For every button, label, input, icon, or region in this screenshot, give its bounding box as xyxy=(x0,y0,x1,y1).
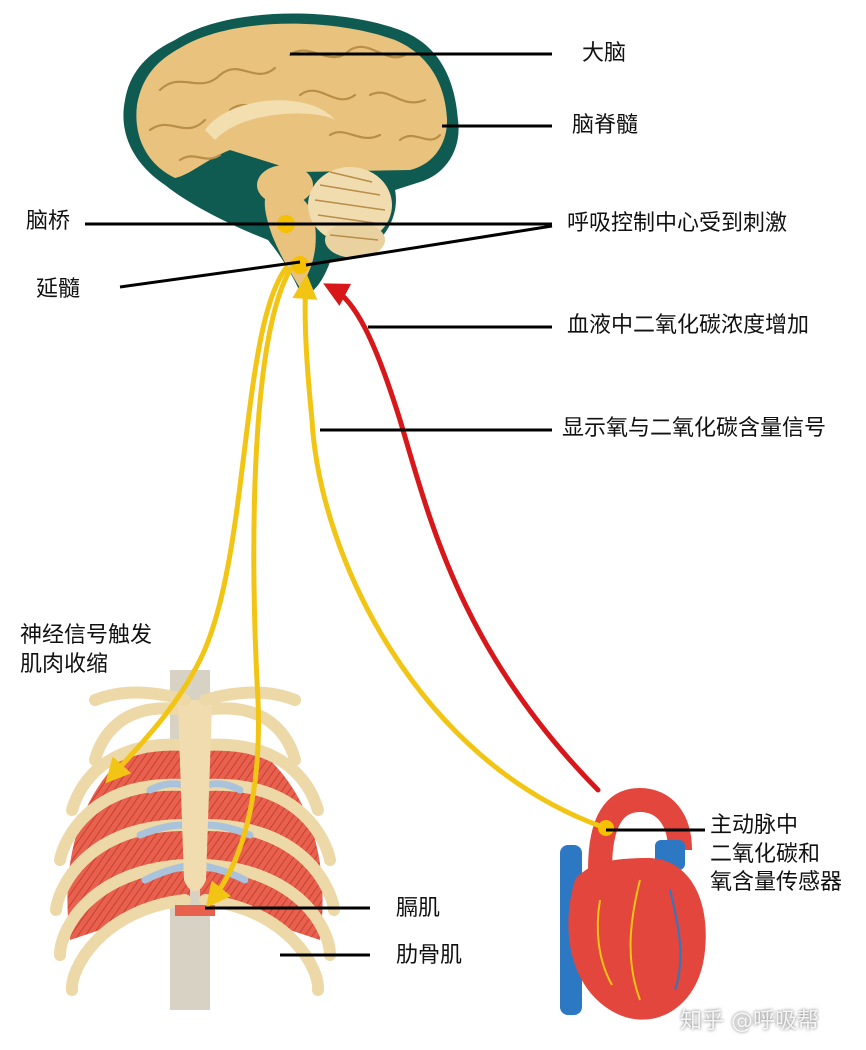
label-nerve-trigger: 神经信号触发 肌肉收缩 xyxy=(20,622,152,679)
clavicle-left xyxy=(89,686,191,706)
label-cerebrospinal: 脑脊髓 xyxy=(572,113,639,138)
label-signal: 显示氧与二氧化碳含量信号 xyxy=(562,416,827,441)
nerve-path-diaphragm xyxy=(205,267,293,908)
coronary-vessels xyxy=(596,879,682,1001)
label-co2-increase: 血液中二氧化碳浓度增加 xyxy=(567,313,810,338)
label-sensor-line1: 主动脉中 xyxy=(710,813,799,838)
label-pons: 脑桥 xyxy=(26,209,71,234)
label-nerve-line2: 肌肉收缩 xyxy=(20,651,109,677)
clavicle-right xyxy=(199,686,301,706)
medulla-center-dot xyxy=(291,256,309,274)
label-aortic-sensor: 主动脉中 二氧化碳和 氧含量传感器 xyxy=(710,812,842,898)
corpus-callosum xyxy=(205,100,335,140)
label-nerve-line1: 神经信号触发 xyxy=(20,623,153,648)
label-cerebrum: 大脑 xyxy=(582,41,627,66)
sensor-signal-path xyxy=(292,274,603,829)
nerve-path-intercostal xyxy=(105,265,289,784)
label-sensor-line3: 氧含量传感器 xyxy=(710,870,843,896)
aortic-sensor-dot xyxy=(598,820,614,836)
label-respiratory-center: 呼吸控制中心受到刺激 xyxy=(567,211,788,236)
heart-body xyxy=(568,858,706,1020)
label-medulla: 延髓 xyxy=(36,277,81,302)
label-intercostal: 肋骨肌 xyxy=(396,943,463,968)
heart-illustration xyxy=(560,787,706,1020)
label-diaphragm: 膈肌 xyxy=(396,896,441,921)
pathways xyxy=(105,265,603,908)
ribcage-illustration xyxy=(50,670,340,1010)
leader-lines xyxy=(85,52,705,957)
watermark: 知乎 @呼吸帮 xyxy=(680,1009,819,1034)
cortex xyxy=(136,23,448,179)
label-sensor-line2: 二氧化碳和 xyxy=(710,841,821,867)
brain-illustration xyxy=(123,13,459,295)
sternum xyxy=(178,699,212,892)
blood-co2-path xyxy=(323,283,601,793)
